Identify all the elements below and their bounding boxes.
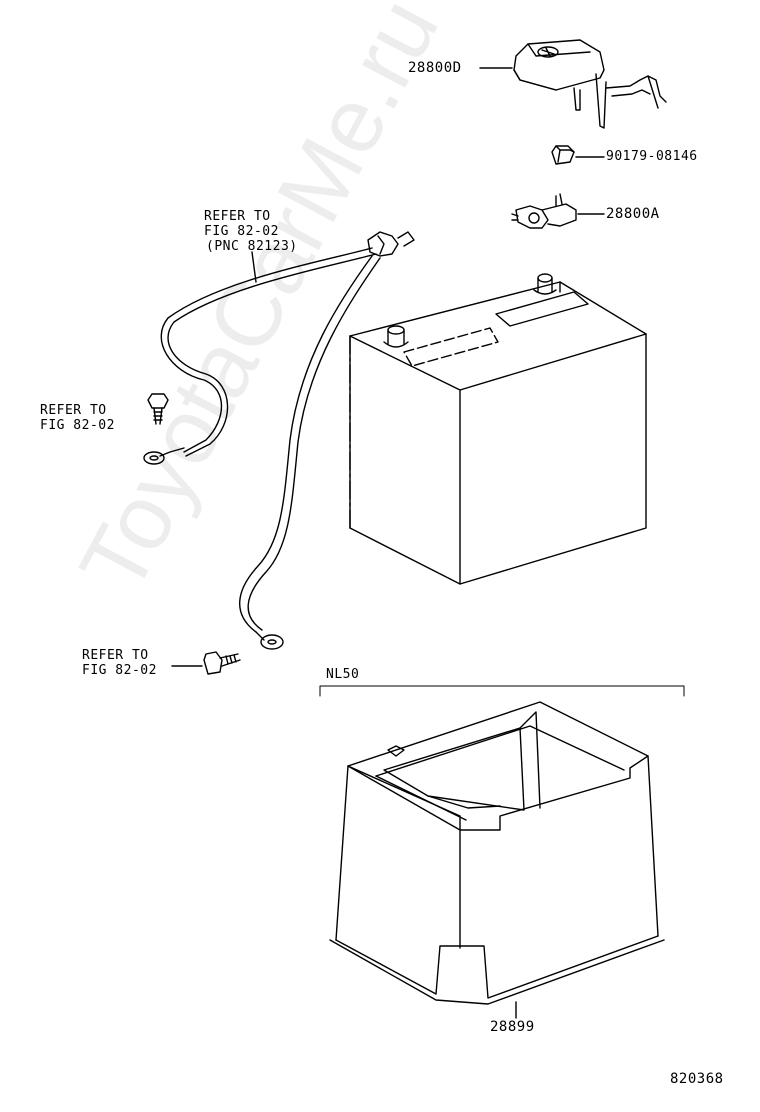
- cable-ref-line1: REFER TO: [204, 209, 271, 224]
- bolt1-ref-line2[interactable]: FIG 82-02: [40, 418, 115, 433]
- cover-part-number[interactable]: 28800D: [408, 60, 462, 76]
- battery-part: [349, 273, 647, 585]
- terminal-clamp-part: [511, 193, 577, 229]
- nl50-bracket: [319, 685, 685, 697]
- tray-part-number[interactable]: 28899: [490, 1019, 535, 1035]
- cable-ref-line3[interactable]: (PNC 82123): [206, 239, 298, 254]
- bolt2-ref-line1: REFER TO: [82, 648, 149, 663]
- terminal-cover-part: [513, 39, 667, 129]
- bolt2-ref-line2[interactable]: FIG 82-02: [82, 663, 157, 678]
- battery-tray-part: [329, 701, 665, 1005]
- cable-leader-line: [251, 251, 257, 283]
- bolt-lower-part: [203, 651, 241, 675]
- cable-ref-line2[interactable]: FIG 82-02: [204, 224, 279, 239]
- battery-cable: [143, 231, 415, 650]
- nut-part: [551, 145, 575, 165]
- bolt1-ref-line1: REFER TO: [40, 403, 107, 418]
- figure-number: 820368: [670, 1071, 724, 1087]
- nut-part-number[interactable]: 90179-08146: [606, 149, 698, 164]
- tray-variant-label: NL50: [326, 667, 360, 682]
- bolt-upper-part: [147, 393, 169, 425]
- terminal-part-number[interactable]: 28800A: [606, 206, 660, 222]
